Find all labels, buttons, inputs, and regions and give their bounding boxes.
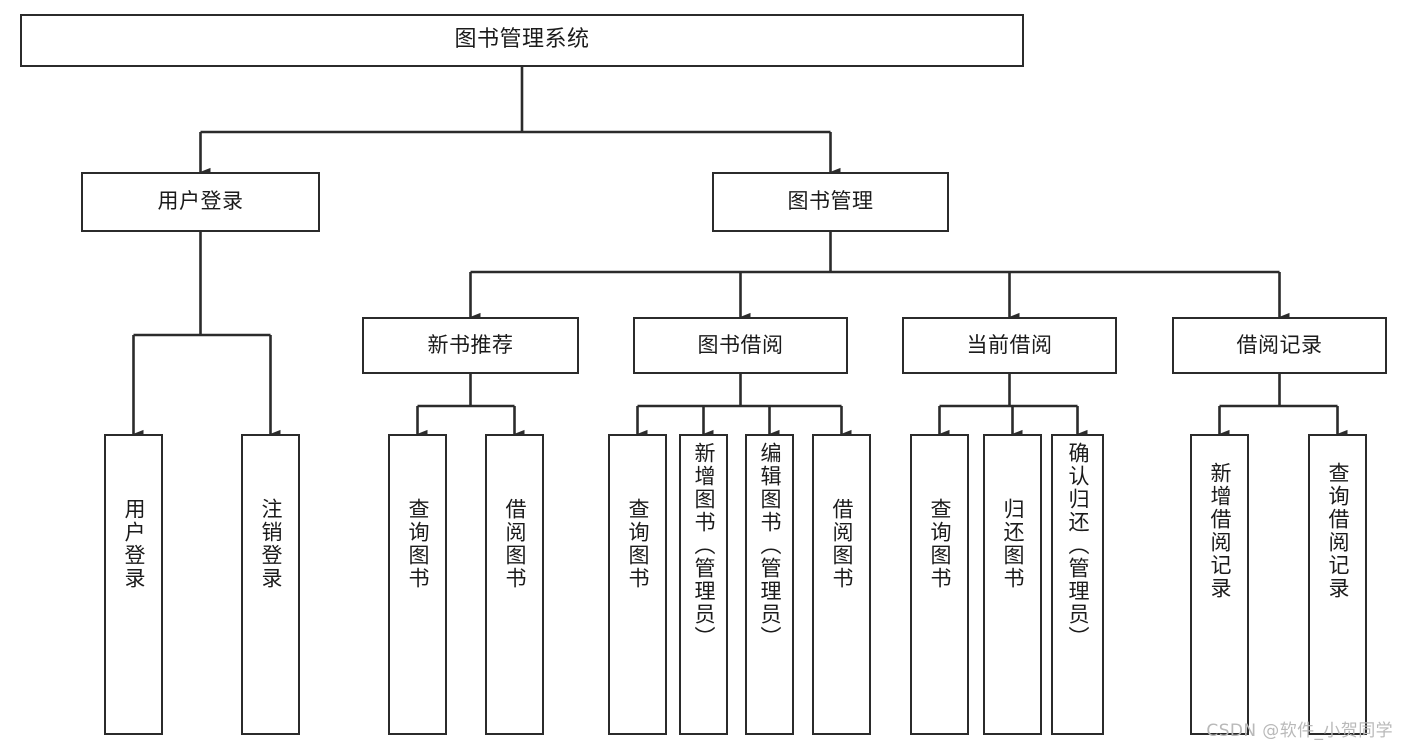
node-current-borrow[interactable]: 当前借阅 [902,317,1117,374]
node-label-book-manage: 图书管理 [787,189,874,214]
node-leaf-borrow-book-2[interactable]: 借阅图书 [812,434,871,735]
node-label-user-login: 用户登录 [157,189,244,214]
node-book-manage[interactable]: 图书管理 [712,172,949,232]
node-leaf-user-login[interactable]: 用户登录 [104,434,163,735]
node-book-borrow[interactable]: 图书借阅 [633,317,848,374]
node-leaf-add-book[interactable]: 新增图书（管理员） [679,434,728,735]
node-label-current-borrow: 当前借阅 [966,332,1053,357]
node-leaf-return-book[interactable]: 归还图书 [983,434,1042,735]
node-label-leaf-logout: 注销登录 [259,498,283,590]
node-label-leaf-confirm-return: 确认归还（管理员） [1066,442,1090,649]
node-label-leaf-borrow-book-1: 借阅图书 [503,498,527,590]
node-label-root: 图书管理系统 [454,27,590,53]
node-borrow-record[interactable]: 借阅记录 [1172,317,1387,374]
node-leaf-add-record[interactable]: 新增借阅记录 [1190,434,1249,735]
node-leaf-borrow-book-1[interactable]: 借阅图书 [485,434,544,735]
node-leaf-query-book-3[interactable]: 查询图书 [910,434,969,735]
node-user-login[interactable]: 用户登录 [81,172,320,232]
node-label-leaf-query-book-2: 查询图书 [626,498,650,590]
node-leaf-confirm-return[interactable]: 确认归还（管理员） [1051,434,1104,735]
node-root[interactable]: 图书管理系统 [20,14,1024,67]
node-leaf-edit-book[interactable]: 编辑图书（管理员） [745,434,794,735]
node-label-leaf-query-book-3: 查询图书 [928,498,952,590]
node-label-leaf-query-book-1: 查询图书 [406,498,430,590]
node-leaf-logout[interactable]: 注销登录 [241,434,300,735]
node-label-leaf-borrow-book-2: 借阅图书 [830,498,854,590]
node-leaf-query-book-2[interactable]: 查询图书 [608,434,667,735]
node-label-leaf-add-record: 新增借阅记录 [1208,462,1232,600]
node-label-leaf-user-login: 用户登录 [122,498,146,590]
node-label-leaf-edit-book: 编辑图书（管理员） [758,442,782,649]
node-leaf-query-record[interactable]: 查询借阅记录 [1308,434,1367,735]
node-label-leaf-add-book: 新增图书（管理员） [692,442,716,649]
node-label-new-book-rec: 新书推荐 [427,332,514,357]
node-label-borrow-record: 借阅记录 [1236,332,1323,357]
node-label-leaf-query-record: 查询借阅记录 [1326,462,1350,600]
node-leaf-query-book-1[interactable]: 查询图书 [388,434,447,735]
node-new-book-rec[interactable]: 新书推荐 [362,317,579,374]
node-label-leaf-return-book: 归还图书 [1001,498,1025,590]
watermark: CSDN @软件_小贺同学 [1206,721,1393,741]
node-label-book-borrow: 图书借阅 [697,332,784,357]
